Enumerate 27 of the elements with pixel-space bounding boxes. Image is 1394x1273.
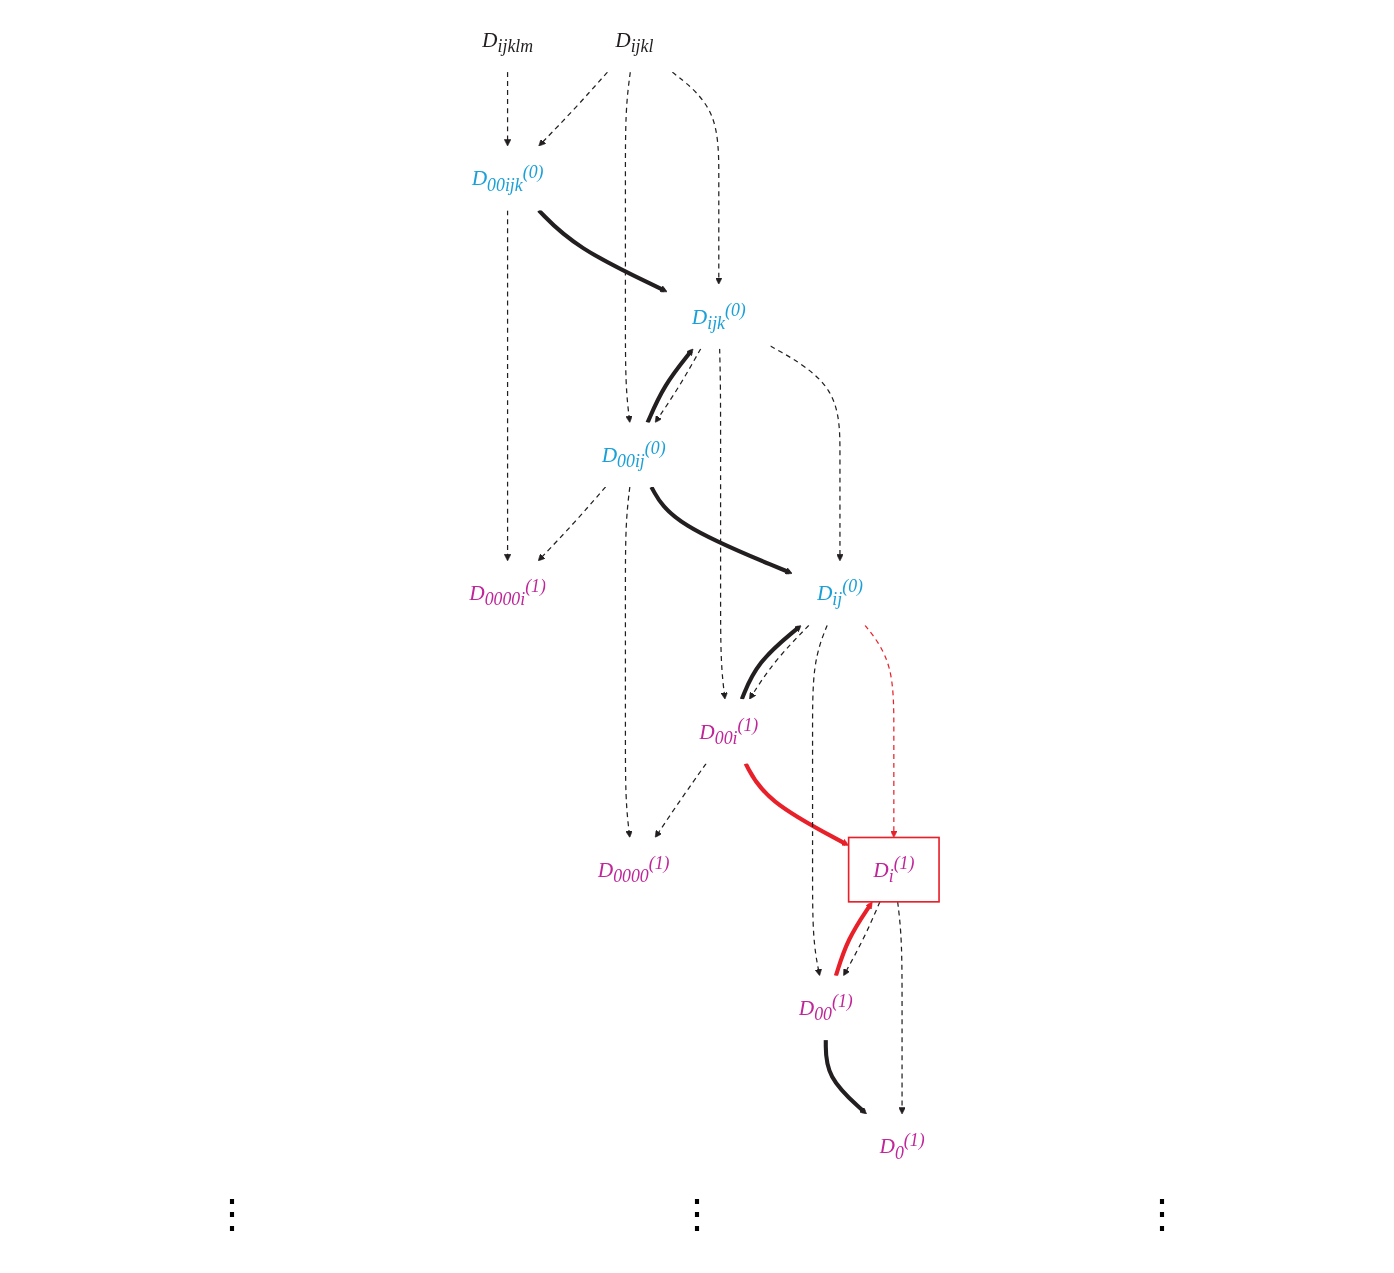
arrow — [654, 762, 707, 838]
arrow — [538, 71, 609, 147]
node-text: D$_{ijkl}$ — [615, 28, 654, 57]
arrow — [843, 901, 881, 977]
arrow — [834, 901, 873, 977]
arrow — [537, 208, 668, 293]
arrow — [537, 486, 607, 562]
arrow — [649, 485, 793, 575]
arrow — [645, 348, 694, 424]
ellipsis-dots: ⋮ — [1141, 1190, 1182, 1237]
arrow — [812, 624, 828, 977]
arrow — [504, 209, 512, 562]
arrow — [740, 624, 802, 700]
ellipsis-dots: ⋮ — [212, 1190, 253, 1237]
arrow — [504, 71, 512, 147]
node-text: D$_{ijklm}$ — [482, 28, 534, 57]
arrow — [654, 348, 702, 423]
arrow — [769, 345, 844, 562]
arrow — [897, 901, 906, 1115]
arrow — [864, 624, 898, 838]
arrow — [671, 71, 723, 285]
arrow — [624, 71, 633, 423]
arrow — [749, 624, 810, 700]
arrow — [823, 1040, 867, 1115]
arrow — [624, 486, 633, 838]
arrow — [719, 348, 728, 700]
ellipsis-dots: ⋮ — [677, 1190, 717, 1237]
